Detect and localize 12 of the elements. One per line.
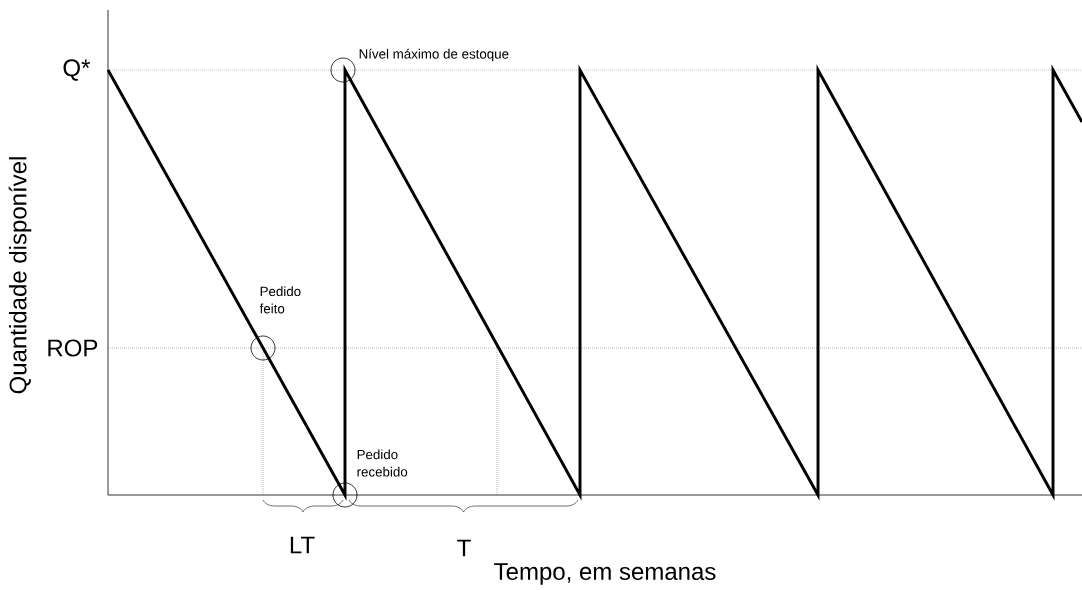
annotation-text: Pedido feito xyxy=(259,286,301,314)
annotation-text: Pedido recebido xyxy=(357,449,408,477)
marker-circle xyxy=(332,482,358,508)
annotation-text: Nível máximo de estoque xyxy=(359,48,509,62)
interval-label: T xyxy=(457,539,471,557)
axis-label: ROP xyxy=(48,339,98,357)
marker-circle xyxy=(250,335,276,361)
axis-title: Quantidade disponível xyxy=(8,157,32,394)
axis-label: Q* xyxy=(63,59,91,81)
marker-circle xyxy=(330,57,356,83)
axis-title: Tempo, em semanas xyxy=(494,563,716,585)
interval-label: LT xyxy=(290,536,315,554)
